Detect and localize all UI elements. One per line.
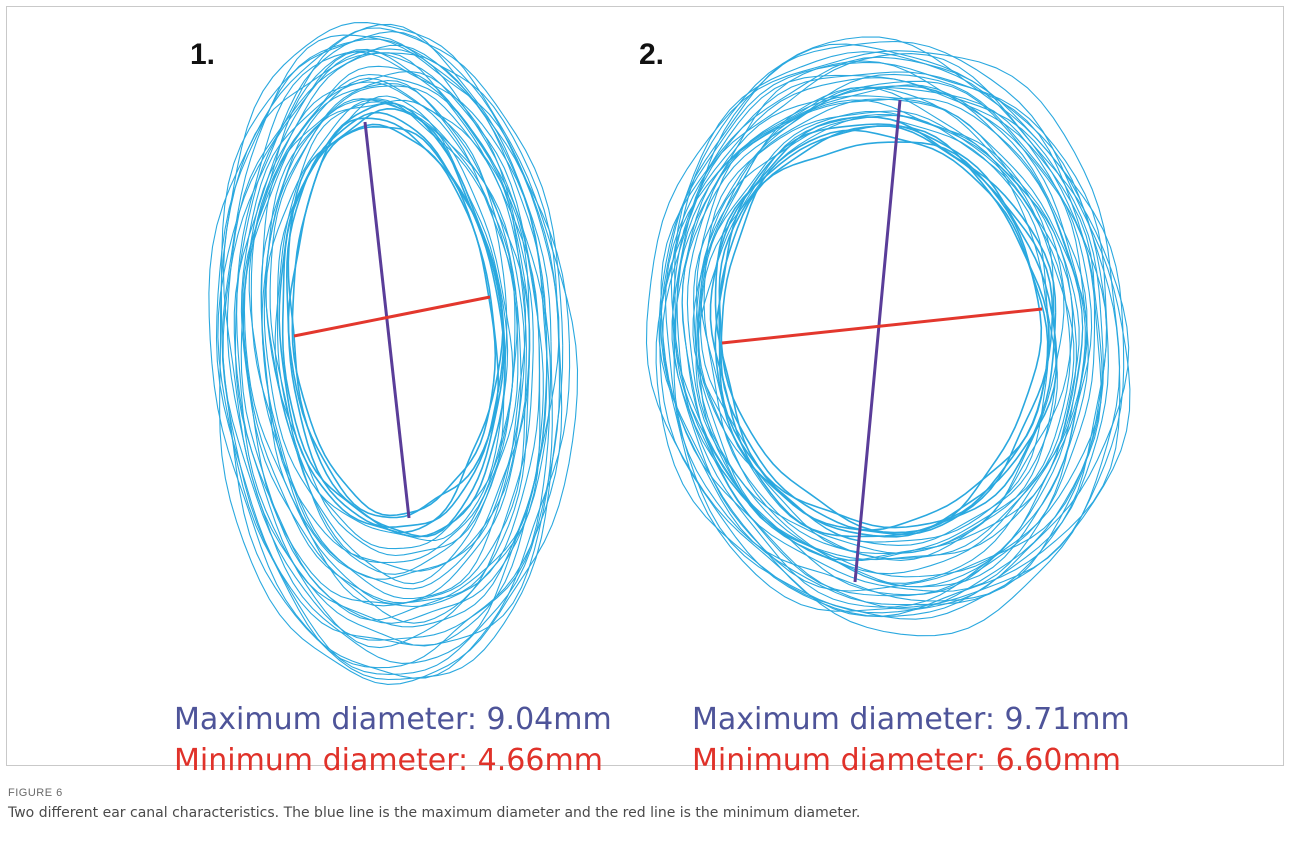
contour-line (718, 125, 1050, 529)
contour-line (285, 111, 505, 529)
contour-line (696, 95, 1088, 575)
contour-line (281, 107, 505, 538)
contour-line (221, 34, 563, 669)
contour-line (234, 51, 552, 649)
contour-line (269, 98, 516, 564)
max-diameter-line-2 (853, 99, 902, 583)
panel-label-2: 2. (639, 38, 665, 71)
min-diameter-text-1: Minimum diameter: 4.66mm (174, 743, 603, 778)
contour-line (673, 60, 1103, 592)
contour-line (236, 48, 548, 628)
contour-line (276, 95, 509, 542)
contour-line (695, 98, 1075, 560)
contour-line (658, 61, 1109, 618)
contour-line (250, 81, 530, 607)
contour-line (681, 84, 1088, 588)
contour-line (219, 22, 579, 685)
contour-line (248, 85, 527, 600)
max-diameter-line-1 (363, 121, 411, 519)
contour-line (670, 73, 1093, 592)
contour-line (664, 53, 1108, 602)
max-diameter-text-2: Maximum diameter: 9.71mm (692, 702, 1130, 737)
contour-line (220, 31, 571, 679)
contour-line (215, 38, 561, 675)
contour-line (692, 110, 1057, 555)
contour-line (222, 52, 560, 664)
contour-line (240, 48, 544, 621)
contour-line (265, 99, 508, 557)
contour-line (714, 125, 1054, 536)
contour-line (686, 97, 1084, 584)
contour-line (645, 50, 1121, 637)
figure-label: FIGURE 6 (8, 787, 63, 799)
contour-line (260, 77, 526, 580)
contour-line (217, 23, 553, 646)
min-diameter-line-1 (293, 295, 491, 338)
max-diameter-text-1: Maximum diameter: 9.04mm (174, 702, 612, 737)
contour-line (264, 98, 518, 575)
contour-line (709, 116, 1057, 538)
contour-line (226, 44, 548, 647)
contour-line (208, 27, 564, 681)
min-diameter-line-2 (721, 307, 1043, 345)
contour-line (655, 40, 1131, 620)
contour-line (693, 86, 1080, 561)
contour-line (673, 51, 1130, 614)
ear-canal-contours-2 (645, 36, 1131, 637)
contour-line (659, 43, 1121, 617)
contour-line (240, 70, 534, 624)
panel-label-1: 1. (190, 38, 216, 71)
contour-line (287, 125, 504, 534)
contour-line (703, 110, 1073, 561)
contour-line (714, 123, 1058, 538)
min-diameter-text-2: Minimum diameter: 6.60mm (692, 743, 1121, 778)
ear-canal-contours-1 (208, 22, 579, 685)
contour-line (672, 77, 1096, 597)
contour-line (274, 101, 514, 550)
figure-caption: Two different ear canal characteristics.… (8, 805, 861, 821)
